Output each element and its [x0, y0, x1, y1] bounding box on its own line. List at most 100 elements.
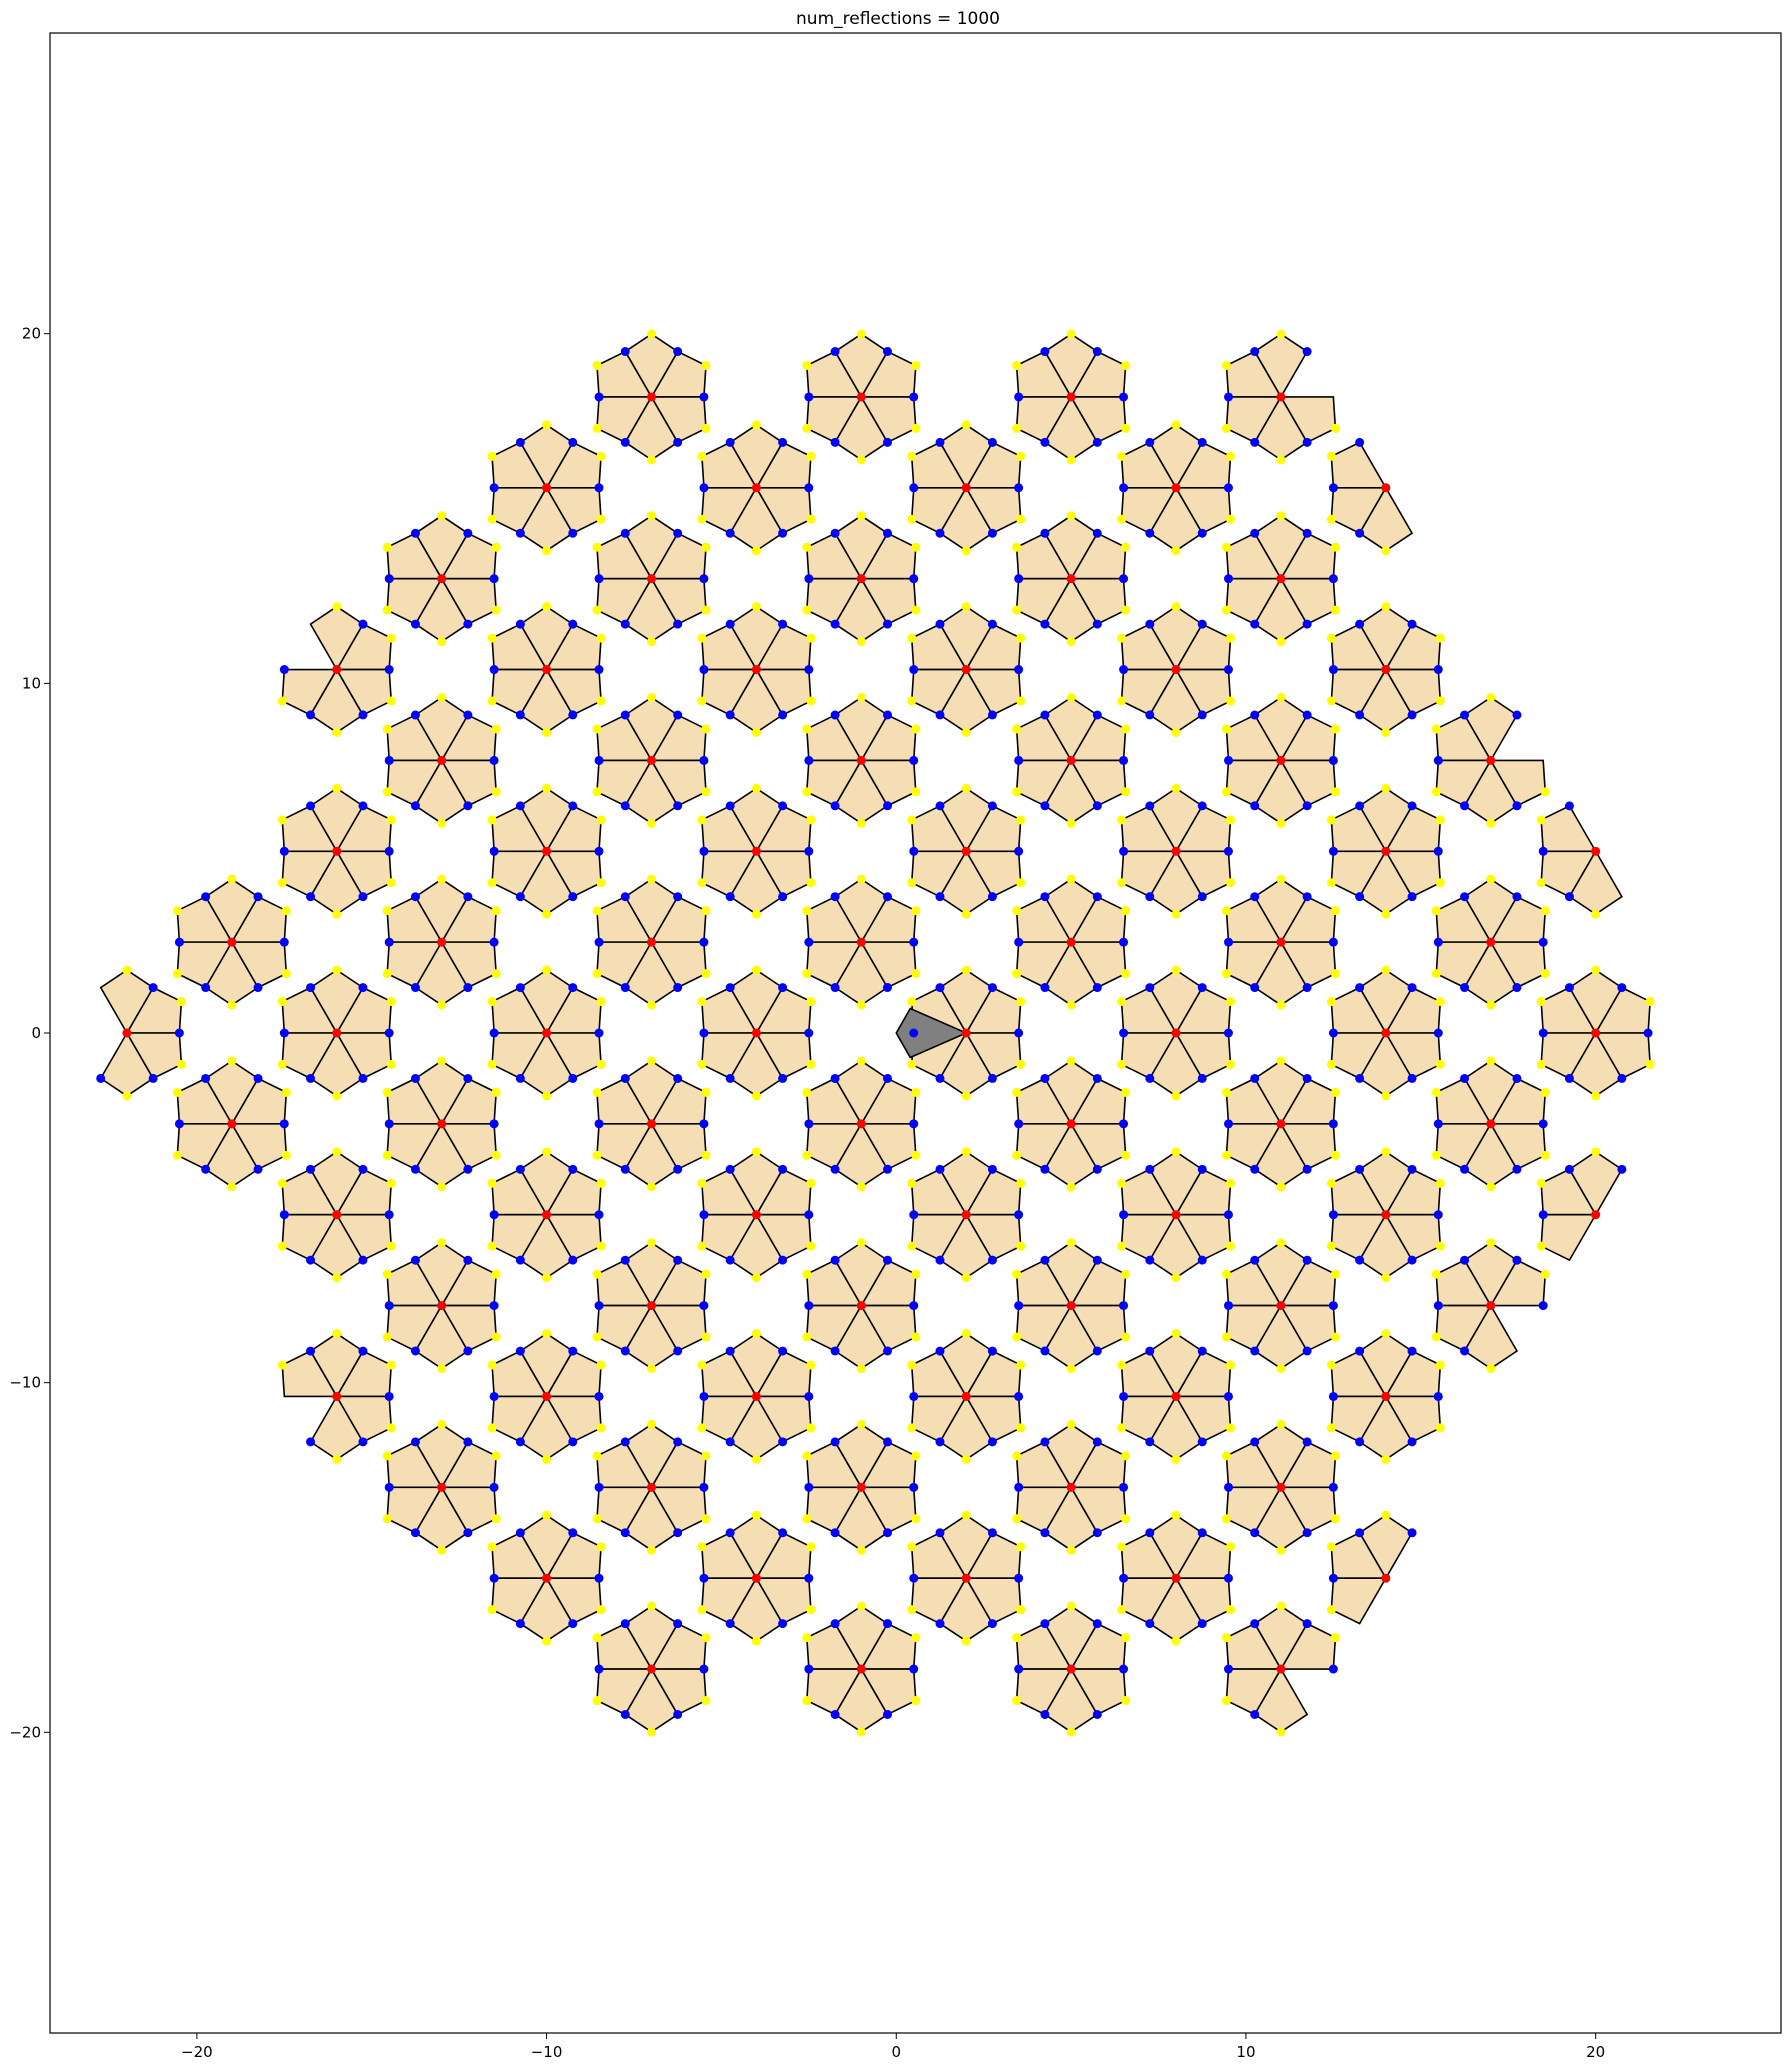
blue-point: [699, 1482, 709, 1492]
blue-point: [1092, 710, 1102, 720]
yellow-point: [701, 969, 711, 979]
red-point: [437, 1482, 447, 1492]
blue-point: [568, 1528, 578, 1538]
yellow-point: [1276, 874, 1286, 884]
blue-point: [620, 983, 630, 993]
red-point: [1591, 846, 1601, 856]
yellow-point: [596, 878, 606, 888]
blue-point: [935, 437, 945, 447]
yellow-point: [592, 423, 602, 433]
yellow-point: [1117, 878, 1127, 888]
blue-point: [594, 1573, 604, 1583]
yellow-point: [1117, 1360, 1127, 1370]
blue-point: [620, 1164, 630, 1174]
red-point: [332, 665, 342, 675]
yellow-point: [277, 815, 287, 825]
yellow-point: [751, 546, 761, 556]
red-point: [961, 483, 971, 493]
yellow-point: [1016, 815, 1026, 825]
blue-point: [883, 983, 893, 993]
blue-point: [935, 1073, 945, 1083]
yellow-point: [487, 633, 497, 643]
blue-point: [673, 1619, 683, 1629]
blue-point: [909, 755, 919, 765]
blue-point: [1538, 1028, 1548, 1038]
blue-point: [1564, 1164, 1574, 1174]
blue-point: [594, 1210, 604, 1220]
yellow-point: [1066, 818, 1076, 828]
yellow-point: [281, 906, 291, 916]
yellow-point: [802, 1514, 812, 1524]
red-point: [1276, 937, 1286, 947]
blue-point: [699, 483, 709, 493]
blue-point: [935, 619, 945, 629]
yellow-point: [1171, 1329, 1181, 1339]
blue-point: [778, 1619, 788, 1629]
y-tick-label: −20: [9, 1723, 41, 1741]
yellow-point: [1066, 874, 1076, 884]
blue-point: [883, 1164, 893, 1174]
blue-point: [673, 1437, 683, 1447]
red-point: [332, 1391, 342, 1401]
blue-point: [673, 619, 683, 629]
yellow-point: [437, 1419, 447, 1429]
blue-point: [463, 892, 473, 902]
yellow-point: [1016, 451, 1026, 461]
blue-point: [1119, 1391, 1129, 1401]
blue-point: [909, 1210, 919, 1220]
blue-point: [883, 1346, 893, 1356]
blue-point: [253, 892, 263, 902]
blue-point: [1223, 846, 1233, 856]
yellow-point: [382, 605, 392, 615]
blue-point: [594, 1664, 604, 1674]
red-point: [437, 755, 447, 765]
blue-point: [725, 528, 735, 538]
y-tick-label: 10: [22, 674, 41, 692]
blue-point: [358, 710, 368, 720]
yellow-point: [1326, 1605, 1336, 1615]
blue-point: [384, 574, 394, 584]
blue-point: [778, 528, 788, 538]
yellow-point: [856, 1182, 866, 1192]
yellow-point: [646, 818, 656, 828]
blue-point: [594, 1301, 604, 1311]
yellow-point: [911, 787, 921, 797]
yellow-point: [961, 1636, 971, 1646]
blue-point: [1014, 1301, 1024, 1311]
yellow-point: [856, 1727, 866, 1737]
blue-point: [1224, 1664, 1234, 1674]
yellow-point: [1226, 633, 1236, 643]
yellow-point: [542, 602, 552, 612]
blue-point: [489, 1028, 499, 1038]
blue-point: [1092, 1437, 1102, 1447]
yellow-point: [911, 969, 921, 979]
yellow-point: [1591, 965, 1601, 975]
blue-point: [883, 437, 893, 447]
blue-point: [489, 1391, 499, 1401]
yellow-point: [592, 1633, 602, 1643]
yellow-point: [1435, 815, 1445, 825]
blue-point: [489, 483, 499, 493]
yellow-point: [542, 1454, 552, 1464]
blue-point: [594, 483, 604, 493]
blue-point: [935, 983, 945, 993]
blue-point: [804, 1028, 814, 1038]
yellow-point: [592, 1514, 602, 1524]
red-point: [961, 1028, 971, 1038]
yellow-point: [1431, 724, 1441, 734]
blue-point: [935, 801, 945, 811]
yellow-point: [542, 783, 552, 793]
blue-point: [1040, 528, 1050, 538]
red-point: [1066, 574, 1076, 584]
yellow-point: [911, 1087, 921, 1097]
yellow-point: [386, 633, 396, 643]
blue-point: [410, 1164, 420, 1174]
blue-point: [804, 1482, 814, 1492]
blue-point: [699, 1573, 709, 1583]
blue-point: [883, 710, 893, 720]
blue-point: [909, 1391, 919, 1401]
red-point: [1381, 846, 1391, 856]
points-layer: [96, 329, 1655, 1737]
blue-point: [410, 801, 420, 811]
red-point: [1591, 1028, 1601, 1038]
